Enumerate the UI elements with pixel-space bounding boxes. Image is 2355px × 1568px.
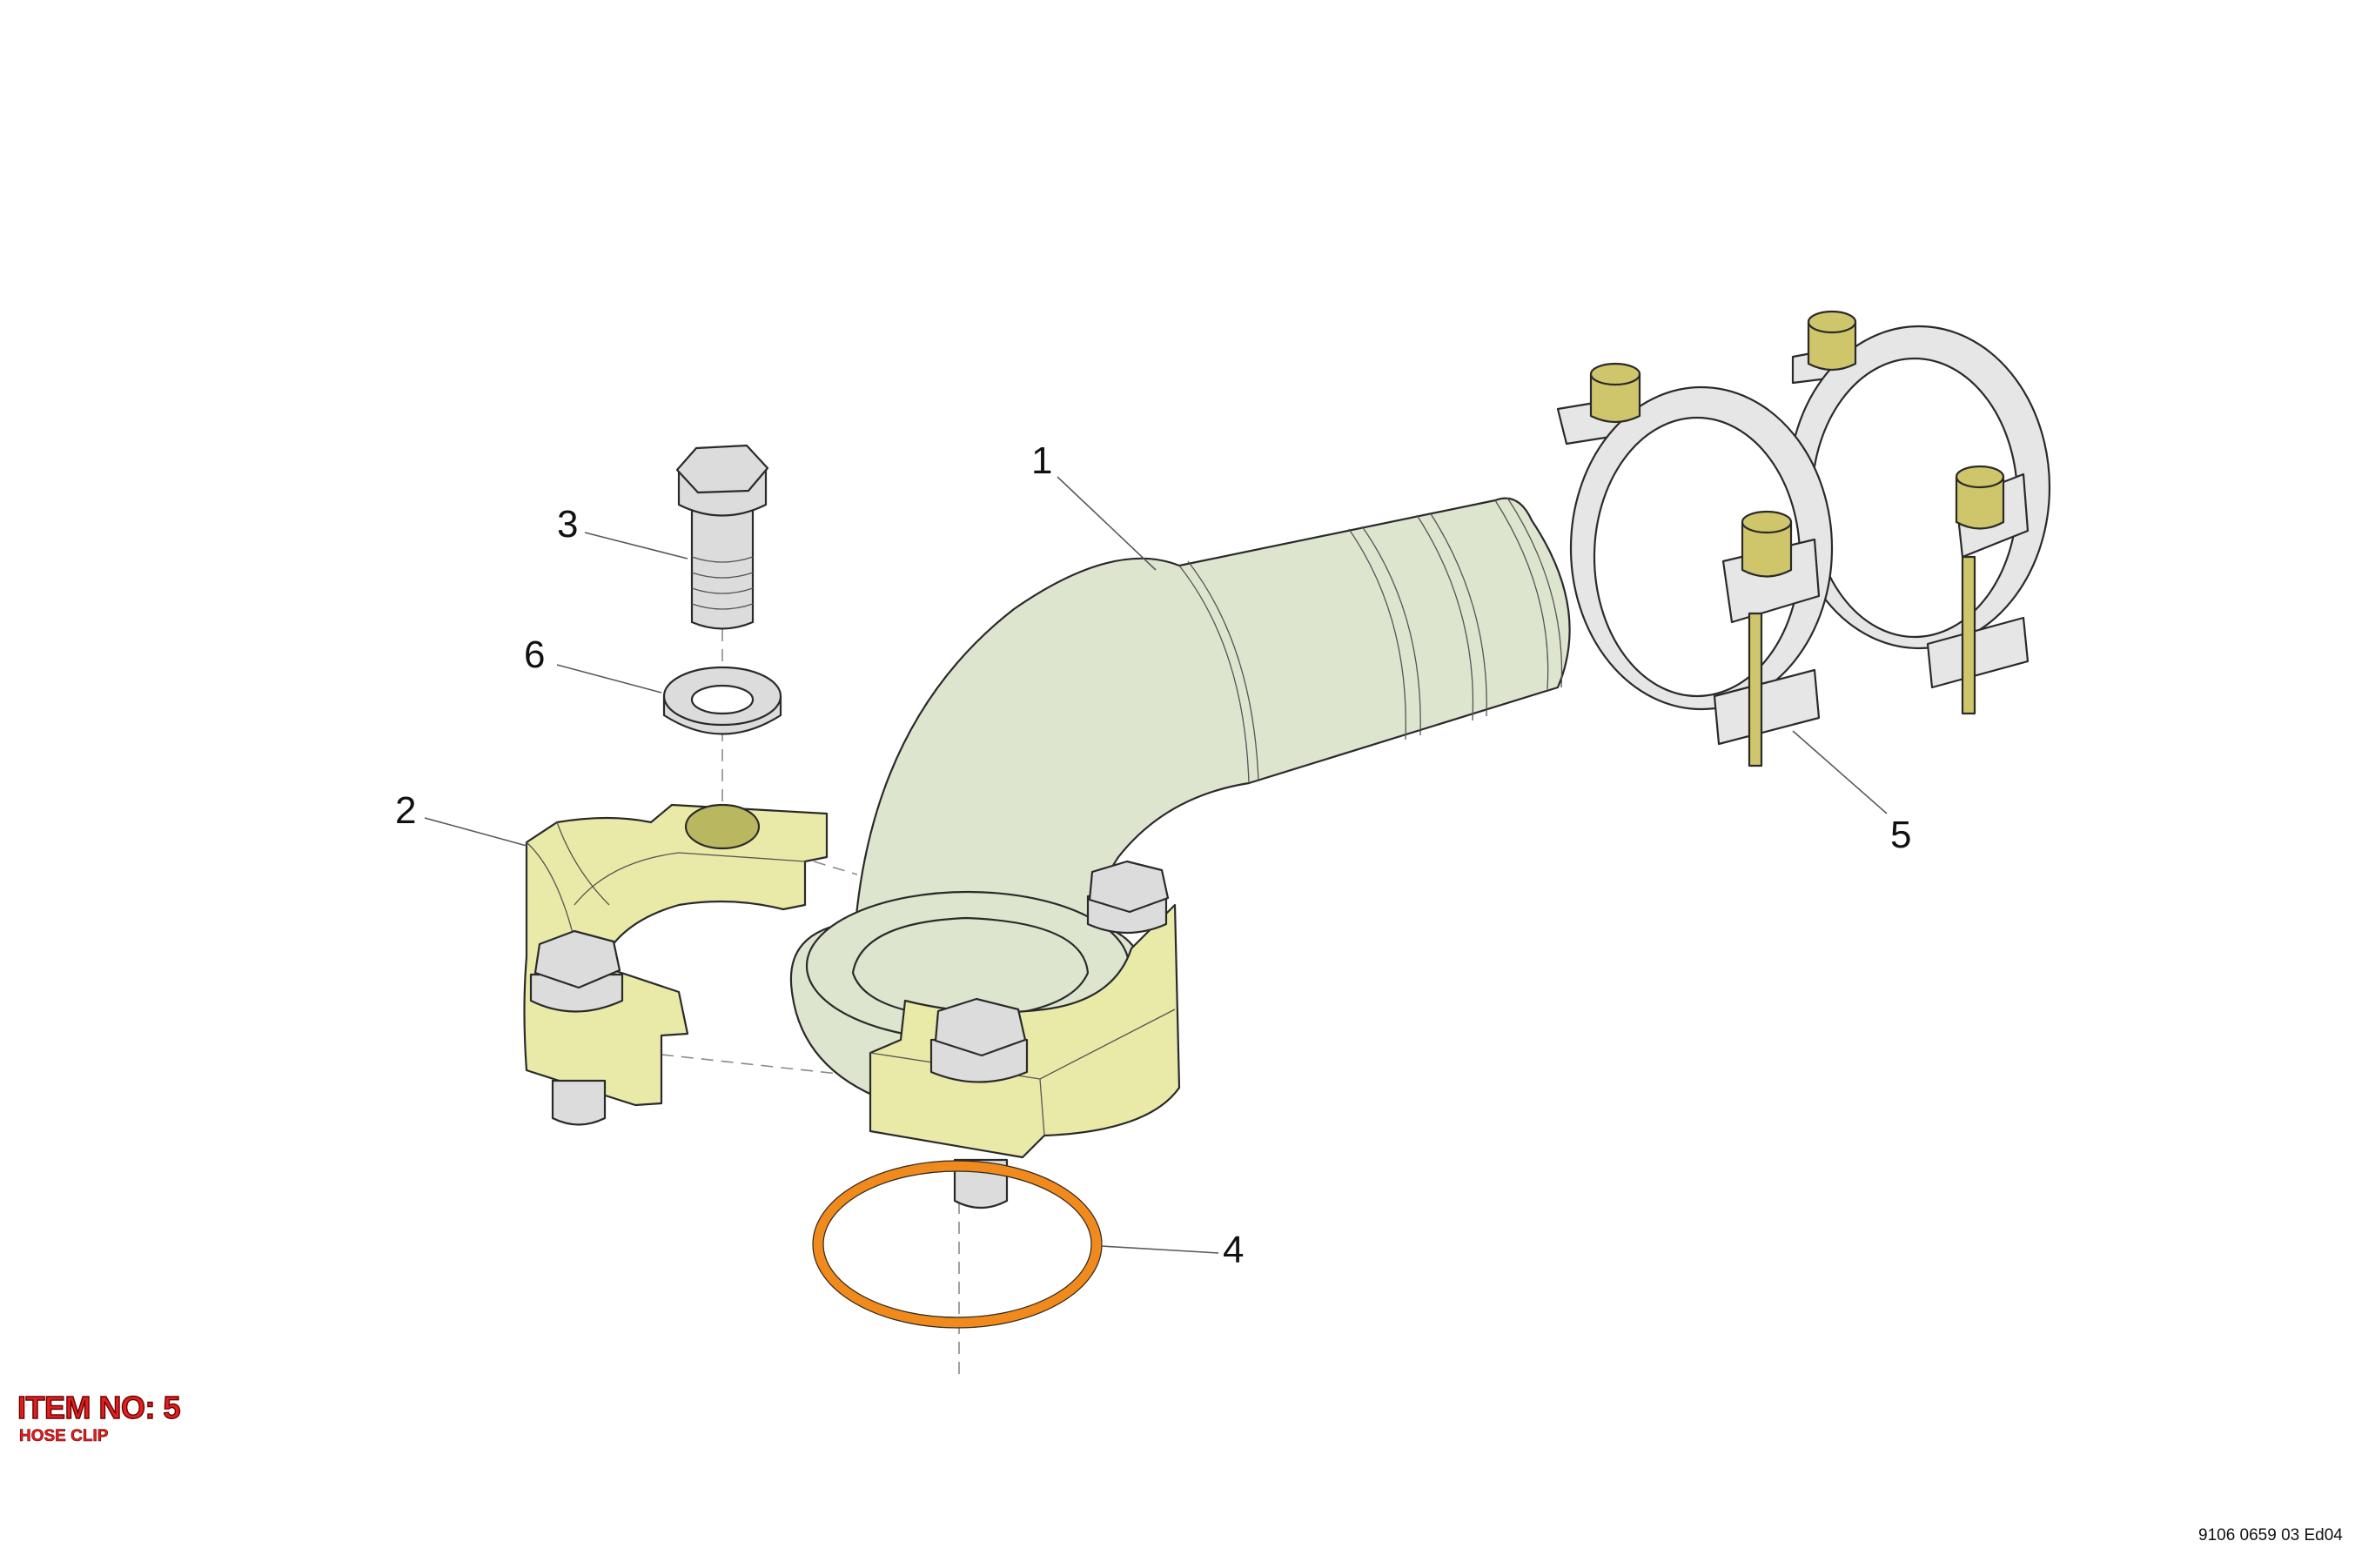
hex-bolt bbox=[675, 444, 769, 630]
leader-line bbox=[1057, 476, 1157, 571]
washer bbox=[662, 666, 782, 735]
o-ring bbox=[812, 1160, 1103, 1329]
leader-line bbox=[1792, 730, 1888, 814]
callout-1: 1 bbox=[1031, 439, 1053, 482]
item-name: HOSE CLIP bbox=[19, 1427, 109, 1446]
split-flange-clamp bbox=[523, 803, 829, 1107]
hex-bolt bbox=[529, 929, 624, 1126]
leader-line bbox=[1100, 1245, 1219, 1254]
callout-labels bbox=[424, 476, 1888, 1254]
leader-line bbox=[556, 664, 662, 694]
item-number: ITEM NO: 5 bbox=[17, 1390, 181, 1425]
document-code: 9106 0659 03 Ed04 bbox=[2198, 1526, 2343, 1545]
hose-clip bbox=[1556, 310, 2051, 767]
callout-6: 6 bbox=[524, 633, 546, 676]
callout-3: 3 bbox=[557, 503, 579, 546]
callout-5: 5 bbox=[1890, 814, 1912, 856]
callout-2: 2 bbox=[395, 789, 417, 832]
hex-bolt bbox=[1086, 860, 1170, 935]
leader-line bbox=[584, 532, 688, 560]
leader-line bbox=[424, 817, 527, 847]
callout-4: 4 bbox=[1223, 1229, 1245, 1271]
